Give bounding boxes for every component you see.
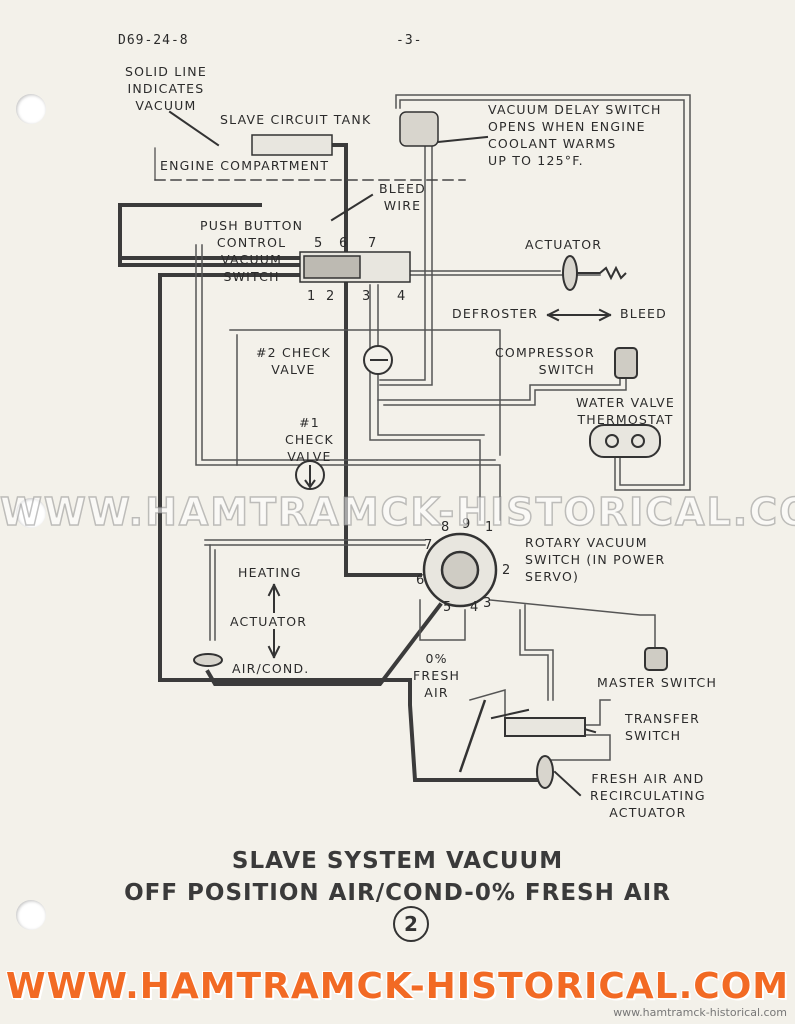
punch-hole-bottom bbox=[16, 900, 46, 930]
label-fresh-air-0: 0% FRESH AIR bbox=[413, 651, 461, 700]
figure-number: 2 bbox=[404, 912, 418, 936]
label-engine-compartment: ENGINE COMPARTMENT bbox=[160, 158, 330, 173]
label-actuator-mid: ACTUATOR bbox=[230, 614, 308, 629]
label-fresh-recirc-actuator: FRESH AIR AND RECIRCULATING ACTUATOR bbox=[590, 771, 706, 820]
rotary-vacuum-switch bbox=[422, 532, 498, 608]
pb-port-4: 4 bbox=[397, 289, 406, 304]
label-slave-tank: SLAVE CIRCUIT TANK bbox=[220, 112, 372, 127]
label-compressor-switch: COMPRESSOR SWITCH bbox=[495, 345, 595, 377]
rotary-port-1: 1 bbox=[485, 520, 494, 535]
punch-hole-top bbox=[16, 94, 46, 124]
rotary-port-6: 6 bbox=[416, 573, 425, 588]
label-transfer-switch: TRANSFER SWITCH bbox=[625, 711, 701, 743]
watermark-mid: WWW.HAMTRAMCK-HISTORICAL.COM bbox=[0, 489, 795, 535]
fresh-air-actuator bbox=[536, 755, 554, 789]
pb-port-7: 7 bbox=[368, 236, 377, 251]
pb-port-1: 1 bbox=[307, 289, 316, 304]
watermark-bottom: WWW.HAMTRAMCK-HISTORICAL.COM bbox=[5, 966, 790, 1007]
label-heating: HEATING bbox=[238, 565, 302, 580]
label-aircond: AIR/COND. bbox=[232, 661, 310, 676]
page-number: -3- bbox=[396, 33, 423, 48]
doc-id: D69-24-8 bbox=[118, 33, 189, 48]
transfer-switch bbox=[504, 717, 586, 737]
check-valve-2 bbox=[363, 345, 393, 375]
actuator-top-diaphragm bbox=[562, 255, 627, 291]
vacuum-delay-switch bbox=[399, 111, 439, 147]
label-rotary-switch: ROTARY VACUUM SWITCH (IN POWER SERVO) bbox=[525, 535, 666, 584]
label-vacuum-delay: VACUUM DELAY SWITCH OPENS WHEN ENGINE CO… bbox=[488, 102, 662, 168]
label-bleed: BLEED bbox=[620, 306, 667, 321]
slave-tank bbox=[251, 134, 333, 156]
title-line-2: OFF POSITION AIR/COND-0% FRESH AIR bbox=[124, 880, 671, 906]
title-line-1: SLAVE SYSTEM VACUUM bbox=[231, 848, 564, 874]
label-defroster: DEFROSTER bbox=[452, 306, 539, 321]
rotary-port-5: 5 bbox=[443, 600, 452, 615]
check-valve-1 bbox=[295, 460, 325, 490]
master-switch bbox=[644, 647, 668, 671]
pb-port-6: 6 bbox=[339, 236, 348, 251]
pb-port-3: 3 bbox=[362, 289, 371, 304]
bleed-lines bbox=[195, 94, 691, 761]
rotary-port-4: 4 bbox=[470, 600, 479, 615]
actuator-left-diaphragm bbox=[193, 653, 223, 667]
rotary-port-7: 7 bbox=[424, 538, 433, 553]
watermark-small: www.hamtramck-historical.com bbox=[613, 1006, 787, 1019]
rotary-port-9: 9 bbox=[462, 517, 471, 532]
rotary-port-8: 8 bbox=[441, 520, 450, 535]
punch-hole-middle bbox=[16, 498, 46, 528]
label-pushbutton: PUSH BUTTON CONTROL VACUUM SWITCH bbox=[200, 218, 304, 284]
compressor-switch bbox=[614, 347, 638, 379]
fresh-air-door bbox=[458, 699, 487, 773]
label-check-valve-2: #2 CHECK VALVE bbox=[256, 345, 331, 377]
pushbutton-switch-body bbox=[299, 251, 411, 283]
figure-number-circle: 2 bbox=[393, 906, 429, 942]
pb-port-5: 5 bbox=[314, 236, 323, 251]
water-valve-thermostat bbox=[589, 424, 661, 458]
pb-port-2: 2 bbox=[326, 289, 335, 304]
label-bleed-wire: BLEED WIRE bbox=[379, 181, 426, 213]
rotary-port-3: 3 bbox=[483, 596, 492, 611]
label-master-switch: MASTER SWITCH bbox=[597, 675, 718, 690]
label-water-valve: WATER VALVE THERMOSTAT bbox=[576, 395, 675, 427]
label-check-valve-1: #1 CHECK VALVE bbox=[285, 415, 334, 464]
rotary-port-2: 2 bbox=[502, 563, 511, 578]
label-actuator-top: ACTUATOR bbox=[525, 237, 603, 252]
label-solid-line: SOLID LINE INDICATES VACUUM bbox=[125, 64, 207, 113]
